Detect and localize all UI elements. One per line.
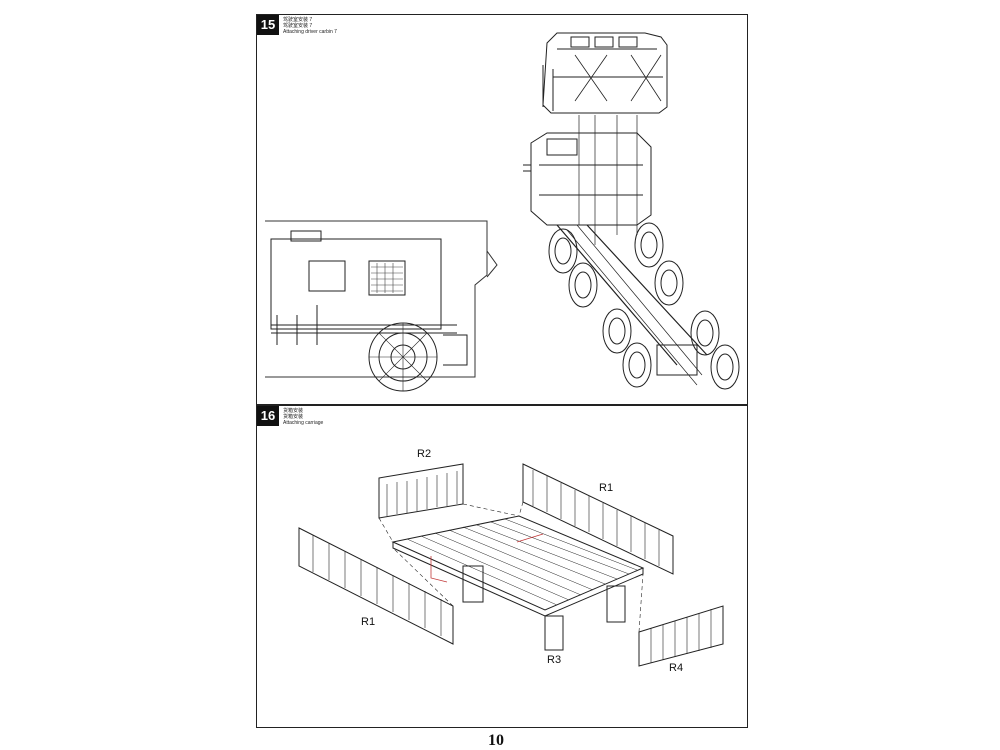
- cab-roof-part: [542, 32, 668, 114]
- carriage-assembly-illustration: [298, 463, 724, 667]
- truck-chassis: [523, 132, 740, 390]
- step-15-panel: 15 驾驶室安装 7 驾驶室安装 7 Attaching driver carb…: [256, 14, 748, 405]
- part-label-r3: R3: [547, 654, 562, 666]
- step-caption: 驾驶室安装 7 驾驶室安装 7 Attaching driver carbin …: [283, 17, 337, 35]
- step-number-badge: 15: [257, 15, 279, 35]
- part-r3-support: [544, 615, 564, 651]
- step-number-badge: 16: [257, 406, 279, 426]
- part-label-r1-right: R1: [599, 482, 614, 494]
- part-label-r4: R4: [669, 662, 684, 674]
- cab-side-detail-inset: [265, 220, 498, 392]
- page-number: 10: [488, 732, 504, 749]
- cab-assembly-illustration: [265, 32, 740, 392]
- part-r1-side-wall-right: [522, 463, 674, 575]
- step-caption-cn-alt: 驾驶室安装 7: [283, 23, 313, 29]
- step-caption: 货箱安装 货箱安装 Attaching carriage: [283, 408, 323, 426]
- assembly-guide-lines: [378, 501, 644, 633]
- part-label-r2: R2: [417, 448, 432, 460]
- step-caption-cn: 驾驶室安装 7: [283, 17, 313, 23]
- part-r4-tailgate: [638, 605, 724, 667]
- step-16-panel: 16 货箱安装 货箱安装 Attaching carriage: [256, 405, 748, 728]
- glue-marker-lines: [430, 533, 544, 583]
- step-caption-en: Attaching driver carbin 7: [283, 29, 337, 35]
- step-caption-cn: 货箱安装: [283, 408, 304, 414]
- step-caption-en: Attaching carriage: [283, 420, 324, 426]
- step-caption-cn-alt: 货箱安装: [283, 414, 304, 420]
- part-r1-side-wall-left: [298, 527, 454, 645]
- part-label-r1-left: R1: [361, 616, 376, 628]
- part-r2-front-wall: [378, 463, 464, 519]
- cargo-bed-floor: [391, 515, 645, 623]
